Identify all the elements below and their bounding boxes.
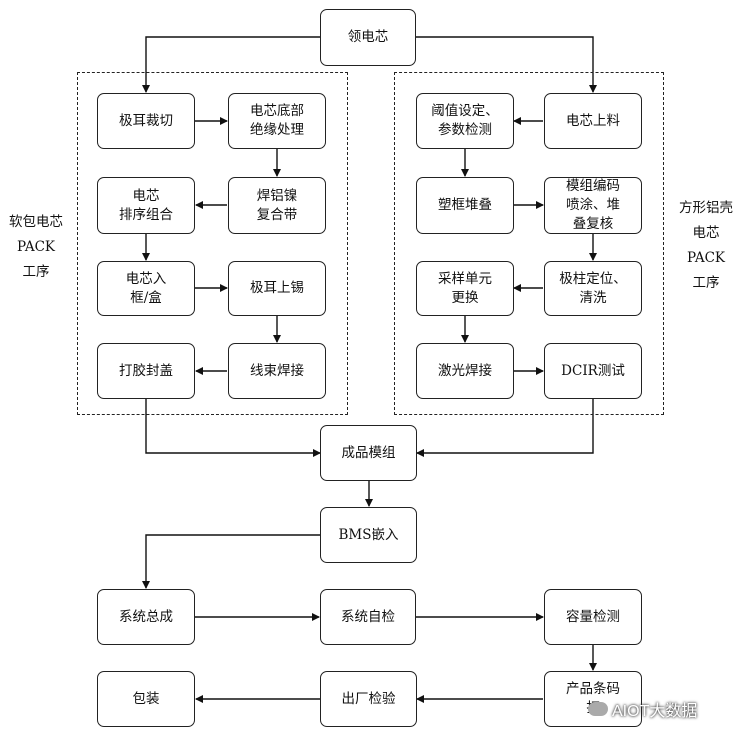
harness-welding-box: 线束焊接	[228, 343, 326, 399]
right-label-line-2: 电芯	[692, 225, 720, 241]
left-label-line-3: 工序	[22, 264, 50, 280]
module-coding-box: 模组编码 喷涂、堆 叠复核	[544, 177, 642, 234]
packaging-box: 包装	[97, 671, 195, 727]
arrow-top-left	[142, 36, 320, 93]
right-label-line-4: 工序	[692, 275, 720, 291]
receive-cells-box: 领电芯	[320, 9, 416, 66]
cell-sorting-box: 电芯 排序组合	[97, 177, 195, 234]
watermark: AIOT大数据	[588, 697, 697, 721]
arrow-merge-left	[145, 399, 321, 457]
tab-tinning-box: 极耳上锡	[228, 261, 326, 316]
right-side-label: 方形铝壳 电芯 PACK 工序	[668, 196, 744, 296]
cell-bottom-insulation-box: 电芯底部 绝缘处理	[228, 93, 326, 149]
factory-inspection-box: 出厂检验	[320, 671, 417, 727]
arrow-merge-right	[416, 399, 594, 457]
right-label-line-1: 方形铝壳	[679, 200, 733, 216]
finished-module-box: 成品模组	[320, 425, 417, 481]
arrow-m2	[142, 534, 320, 589]
pole-positioning-box: 极柱定位、 清洗	[544, 261, 642, 316]
cell-loading-box: 电芯上料	[544, 93, 642, 149]
right-label-line-3: PACK	[686, 250, 725, 266]
soft-pack-group	[77, 72, 348, 415]
wechat-icon	[588, 702, 608, 716]
bms-embed-box: BMS嵌入	[320, 507, 417, 563]
tab-cutting-box: 极耳裁切	[97, 93, 195, 149]
watermark-text: AIOT大数据	[612, 703, 698, 720]
left-side-label: 软包电芯 PACK 工序	[0, 210, 72, 285]
cell-into-frame-box: 电芯入 框/盒	[97, 261, 195, 316]
product-barcode-box: 产品条码 打	[544, 671, 642, 727]
capacity-test-box: 容量检测	[544, 589, 642, 645]
arrow-top-right	[416, 36, 597, 93]
threshold-setting-box: 阈值设定、 参数检测	[416, 93, 514, 149]
al-ni-strip-welding-box: 焊铝镍 复合带	[228, 177, 326, 234]
dcir-test-box: DCIR测试	[544, 343, 642, 399]
left-label-line-1: 软包电芯	[9, 214, 63, 230]
left-label-line-2: PACK	[16, 239, 55, 255]
sampling-unit-box: 采样单元 更换	[416, 261, 514, 316]
prismatic-pack-group	[394, 72, 664, 415]
laser-welding-box: 激光焊接	[416, 343, 514, 399]
gluing-capping-box: 打胶封盖	[97, 343, 195, 399]
plastic-frame-stacking-box: 塑框堆叠	[416, 177, 514, 234]
system-self-check-box: 系统自检	[320, 589, 416, 645]
system-assembly-box: 系统总成	[97, 589, 195, 645]
